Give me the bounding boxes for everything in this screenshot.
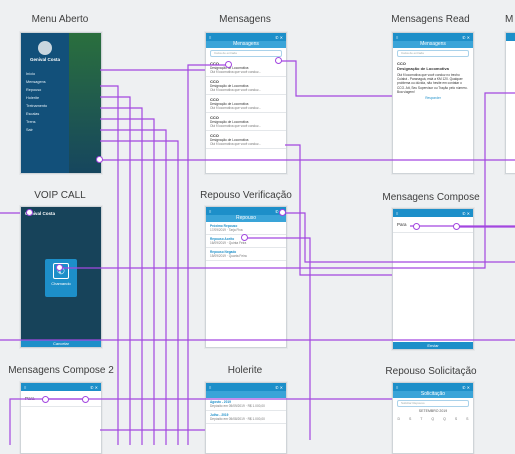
hotspot-node[interactable] — [56, 264, 63, 271]
screen-mensagens-read[interactable]: ≡✆ ✕ Mensagens Caixa de entrada CCO Desi… — [392, 32, 474, 174]
weekday-label: S — [454, 417, 458, 421]
hotspot-node[interactable] — [42, 396, 49, 403]
map-background — [69, 33, 101, 173]
frame-title-read: Mensagens Read — [391, 14, 470, 25]
frame-title-voip: VOIP CALL — [34, 190, 86, 201]
screen-repouso-solicitacao[interactable]: ≡✆ ✕ Solicitação Solicitar Repouso SETEM… — [392, 382, 474, 454]
menu-item[interactable]: Treinamento — [26, 104, 48, 108]
app-bar: ≡✆ ✕ — [393, 33, 473, 41]
hotspot-node[interactable] — [96, 156, 103, 163]
weekday-label: D — [397, 417, 401, 421]
send-button[interactable]: Enviar — [393, 342, 473, 349]
frame-title-repouso-solicitacao: Repouso Solicitação — [385, 366, 477, 377]
screen-partial — [505, 32, 515, 174]
menu-item[interactable]: Trens — [26, 120, 36, 124]
link-line — [100, 118, 155, 445]
weekday-label: S — [466, 417, 469, 421]
menu-item[interactable]: Holerite — [26, 96, 40, 100]
calendar-month: SETEMBRO 2019 — [418, 409, 448, 413]
reply-button[interactable]: Responder — [425, 96, 441, 101]
screen-voip-call[interactable]: Genival Costa ✆ Chamando Cancelar — [20, 206, 102, 348]
menu-user-name: Genival Costa — [29, 57, 60, 62]
weekday-label: T — [420, 417, 423, 421]
hotspot-node[interactable] — [453, 223, 460, 230]
frame-title-holerite: Holerite — [227, 365, 263, 376]
phone-icon: ✆ ✕ — [275, 34, 283, 40]
frame-title-repouso-verificacao: Repouso Verificação — [200, 190, 292, 201]
solicitar-field[interactable]: Solicitar Repouso — [397, 400, 469, 407]
menu-icon: ≡ — [209, 34, 212, 40]
cancel-call-button[interactable]: Cancelar — [21, 340, 101, 347]
menu-item[interactable]: Mensagens — [26, 80, 46, 84]
link-line — [100, 107, 143, 445]
link-line — [279, 60, 392, 97]
search-input[interactable]: Caixa de entrada — [397, 50, 469, 57]
weekday-label: S — [408, 417, 412, 421]
link-line — [285, 144, 392, 276]
frame-title-compose: Mensagens Compose — [382, 192, 480, 203]
page-title: Mensagens — [393, 41, 473, 48]
read-body: Olá fi locomotiva que você conduz no tre… — [397, 73, 468, 94]
frame-title-compose2: Mensagens Compose 2 — [8, 365, 114, 376]
hotspot-node[interactable] — [275, 57, 282, 64]
menu-item[interactable]: Repouso — [26, 88, 42, 92]
menu-item[interactable]: Início — [26, 72, 36, 76]
frame-title-partial: M — [505, 14, 514, 25]
link-line — [100, 129, 167, 445]
frame-title-mensagens: Mensagens — [219, 14, 271, 25]
read-from: CCO — [397, 61, 406, 66]
screen-mensagens-compose[interactable]: ≡✆ ✕ Para Enviar — [392, 208, 474, 350]
hotspot-node[interactable] — [225, 61, 232, 68]
avatar — [38, 41, 52, 55]
page-title: Solicitação — [393, 391, 473, 398]
page-title: Mensagens — [206, 41, 286, 48]
hotspot-node[interactable] — [241, 234, 248, 241]
read-heading: Designação de Locomotiva — [397, 66, 449, 71]
frame-title-menu: Menu Aberto — [31, 14, 89, 25]
hotspot-node[interactable] — [279, 209, 286, 216]
to-field[interactable]: Para — [393, 217, 473, 233]
hotspot-node[interactable] — [26, 209, 33, 216]
search-input[interactable]: Caixa de entrada — [210, 50, 282, 57]
caller-name: Genival Costa — [25, 211, 56, 216]
link-line — [100, 85, 119, 445]
page-subtitle — [206, 391, 286, 398]
link-line — [100, 96, 131, 445]
to-field[interactable]: Para — [21, 391, 101, 407]
call-status: Chamando — [51, 281, 71, 286]
link-line — [100, 140, 179, 445]
page-title: Repouso — [206, 215, 286, 222]
menu-item[interactable]: Escalas — [26, 112, 40, 116]
menu-item[interactable]: Sair — [26, 128, 33, 132]
weekday-label: Q — [443, 417, 446, 421]
weekday-label: Q — [431, 417, 435, 421]
app-bar: ≡ ✆ ✕ — [206, 33, 286, 41]
screen-mensagens-compose-2[interactable]: ≡✆ ✕ Para — [20, 382, 102, 454]
hotspot-node[interactable] — [413, 223, 420, 230]
hotspot-node[interactable] — [82, 396, 89, 403]
